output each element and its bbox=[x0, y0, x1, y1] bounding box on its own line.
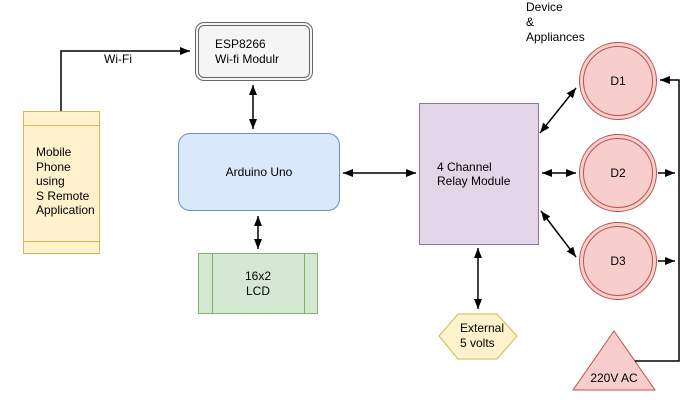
node-arduino-uno: Arduino Uno bbox=[178, 133, 340, 211]
d2-label: D2 bbox=[610, 165, 626, 180]
node-device-d3: D3 bbox=[579, 222, 657, 300]
wire-relay-d1 bbox=[539, 87, 577, 134]
esp8266-label: ESP8266 Wi-fi Modulr bbox=[215, 37, 280, 66]
node-lcd: 16x2 LCD bbox=[198, 253, 318, 314]
external-5v-label: External 5 volts bbox=[460, 321, 505, 350]
wire-phone-esp bbox=[60, 47, 190, 111]
triangle-220v-ac-shape bbox=[572, 330, 656, 391]
mobile-phone-label: Mobile Phone using S Remote Application bbox=[36, 145, 95, 217]
lcd-label: 16x2 LCD bbox=[244, 269, 272, 298]
devices-appliances-heading: Device & Appliances bbox=[526, 0, 585, 44]
node-device-d1: D1 bbox=[579, 42, 657, 120]
d2-inner-ring bbox=[583, 138, 653, 208]
arduino-label: Arduino Uno bbox=[225, 164, 293, 179]
d3-label: D3 bbox=[610, 253, 626, 268]
d1-inner-ring bbox=[583, 46, 653, 116]
wire-ac-d1 bbox=[635, 76, 680, 362]
lcd-left-divider bbox=[212, 254, 213, 313]
node-esp8266: ESP8266 Wi-fi Modulr bbox=[195, 22, 313, 81]
relay-label: 4 Channel Relay Module bbox=[437, 159, 511, 189]
hexagon-external-5v-shape bbox=[438, 313, 518, 360]
d1-label: D1 bbox=[610, 73, 626, 88]
d3-inner-ring bbox=[583, 226, 653, 296]
node-relay-module: 4 Channel Relay Module bbox=[419, 103, 539, 245]
phone-bottom-bar bbox=[24, 241, 99, 242]
wire-relay-d3 bbox=[540, 210, 577, 258]
220v-ac-label: 220V AC bbox=[590, 371, 638, 385]
lcd-right-divider bbox=[304, 254, 305, 313]
esp8266-inner-border bbox=[198, 25, 310, 78]
phone-top-bar bbox=[24, 125, 99, 126]
node-mobile-phone: Mobile Phone using S Remote Application bbox=[23, 111, 100, 254]
wifi-edge-label: Wi-Fi bbox=[104, 52, 132, 66]
node-device-d2: D2 bbox=[579, 134, 657, 212]
